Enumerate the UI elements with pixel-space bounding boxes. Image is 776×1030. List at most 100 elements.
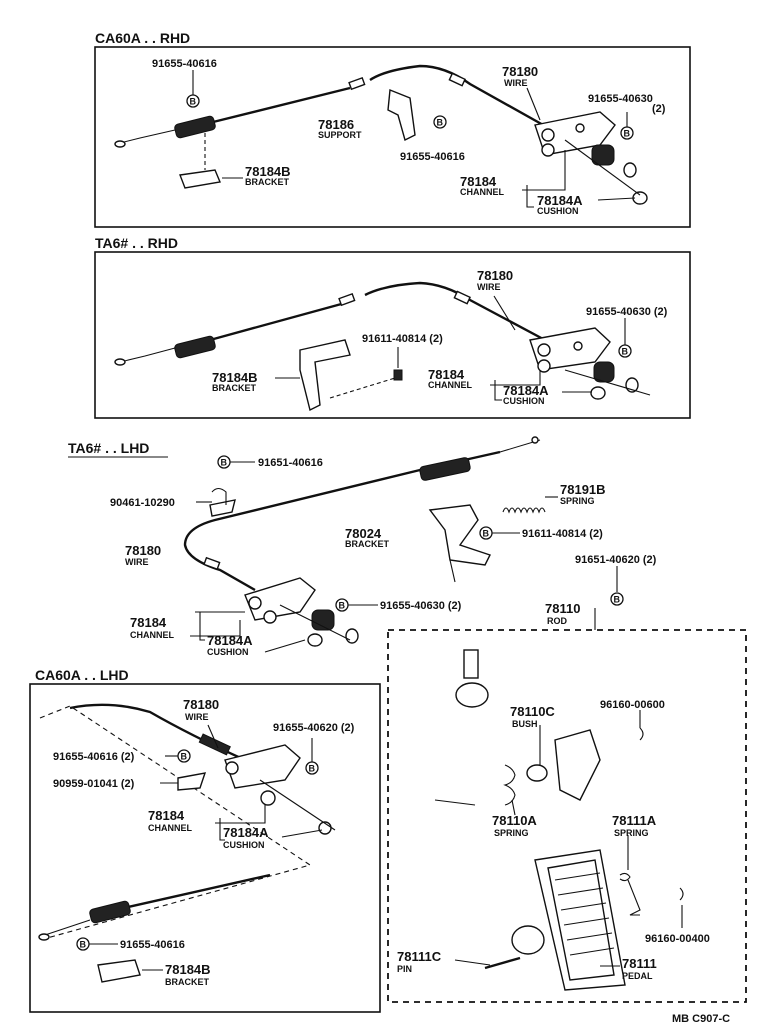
- pedal-frame-dashed: [387, 629, 747, 1003]
- svg-text:B: B: [190, 97, 197, 107]
- part-91655-40630: 91655-40630 (2): [586, 306, 668, 318]
- label-wire: WIRE: [477, 282, 501, 292]
- part-78110c: 78110C: [510, 704, 555, 719]
- section-title-ca60a-rhd: CA60A . . RHD: [95, 30, 190, 46]
- clip: [639, 727, 644, 741]
- bush: [526, 764, 548, 782]
- label-wire: WIRE: [125, 557, 149, 567]
- label-support: SUPPORT: [318, 130, 362, 140]
- section-frame: [94, 46, 691, 228]
- pin: [484, 956, 521, 970]
- svg-text:B: B: [181, 752, 188, 762]
- part-78180: 78180: [183, 697, 219, 712]
- label-bracket: BRACKET: [165, 977, 210, 987]
- part-78184: 78184: [460, 174, 497, 189]
- section-frame: [94, 251, 691, 419]
- svg-text:B: B: [437, 118, 444, 128]
- pedal-pad: [534, 849, 626, 991]
- label-channel: CHANNEL: [460, 187, 505, 197]
- bracket: [299, 339, 351, 412]
- section-ca60a-lhd: CA60A . . LHD B B B 7: [29, 667, 381, 1013]
- label-wire: WIRE: [185, 712, 209, 722]
- part-78191b: 78191B: [560, 482, 606, 497]
- label-rod: ROD: [547, 616, 568, 626]
- part-91655-40616: 91655-40616 (2): [53, 751, 135, 763]
- label-bracket: BRACKET: [345, 539, 390, 549]
- section-ta6-rhd: TA6# . . RHD B: [94, 235, 691, 419]
- part-78184a: 78184A: [223, 825, 269, 840]
- section-ca60a-rhd: CA60A . . RHD B B: [94, 30, 691, 228]
- label-spring: SPRING: [494, 828, 529, 838]
- label-channel: CHANNEL: [130, 630, 175, 640]
- bolt-icon: B: [618, 344, 632, 358]
- bracket-plate: [554, 729, 601, 801]
- label-cushion: CUSHION: [207, 647, 249, 657]
- part-78180: 78180: [125, 543, 161, 558]
- label-pin: PIN: [397, 964, 412, 974]
- label-wire: WIRE: [504, 78, 528, 88]
- qty-2: (2): [652, 103, 666, 115]
- part-91655-40630: 91655-40630 (2): [380, 600, 462, 612]
- part-78184a: 78184A: [503, 383, 549, 398]
- section-title-ta6-lhd: TA6# . . LHD: [68, 440, 149, 456]
- part-78184: 78184: [148, 808, 185, 823]
- part-78184a: 78184A: [537, 193, 583, 208]
- svg-text:B: B: [483, 529, 490, 539]
- bracket: [97, 959, 141, 983]
- part-78110: 78110: [545, 601, 580, 616]
- part-91651-40620: 91651-40620 (2): [575, 554, 657, 566]
- label-channel: CHANNEL: [148, 823, 193, 833]
- bolt-icon: B: [620, 126, 634, 140]
- part-91655-40630: 91655-40630: [588, 93, 653, 105]
- label-channel: CHANNEL: [428, 380, 473, 390]
- part-96160-00400: 96160-00400: [645, 933, 710, 945]
- section-frame: [29, 683, 381, 1013]
- bolt-icon: B: [76, 937, 90, 951]
- part-78180: 78180: [477, 268, 513, 283]
- wire-cable: [38, 703, 271, 941]
- clip: [209, 499, 236, 517]
- label-bush: BUSH: [512, 719, 538, 729]
- part-91655-40616: 91655-40616: [152, 58, 217, 70]
- wire-cable: [183, 436, 541, 592]
- part-78111a: 78111A: [612, 813, 657, 828]
- part-78184b: 78184B: [212, 370, 258, 385]
- channel-assembly: [534, 111, 648, 205]
- svg-text:B: B: [80, 940, 87, 950]
- bolt-icon: B: [610, 592, 624, 606]
- section-title-ta6-rhd: TA6# . . RHD: [95, 235, 178, 251]
- part-91655-40616: 91655-40616: [400, 151, 465, 163]
- label-cushion: CUSHION: [537, 206, 579, 216]
- part-78184: 78184: [130, 615, 167, 630]
- part-78180: 78180: [502, 64, 538, 79]
- bolt-icon: B: [177, 749, 191, 763]
- svg-text:B: B: [614, 595, 621, 605]
- part-78186: 78186: [318, 117, 354, 132]
- bolt-icon: B: [217, 455, 231, 469]
- part-96160-00600: 96160-00600: [600, 699, 665, 711]
- bolt-icon: B: [479, 526, 493, 540]
- diagram-code: MB C907-C: [672, 1013, 730, 1025]
- svg-text:B: B: [221, 458, 228, 468]
- channel-assembly: [529, 327, 651, 400]
- label-cushion: CUSHION: [223, 840, 265, 850]
- label-spring: SPRING: [560, 496, 595, 506]
- channel-assembly: [244, 577, 359, 647]
- part-91655-40620: 91655-40620 (2): [273, 722, 355, 734]
- bolt-icon: B: [186, 94, 200, 108]
- part-91611-40814: 91611-40814 (2): [362, 333, 443, 345]
- support-bracket: [387, 89, 416, 142]
- spring: [619, 872, 641, 916]
- part-78111: 78111: [622, 956, 657, 971]
- clip: [177, 772, 207, 791]
- part-91611-40814: 91611-40814 (2): [522, 528, 603, 540]
- svg-text:B: B: [624, 129, 631, 139]
- part-91651-40616: 91651-40616: [258, 457, 323, 469]
- label-spring: SPRING: [614, 828, 649, 838]
- part-78184a: 78184A: [207, 633, 253, 648]
- bracket: [428, 504, 491, 566]
- svg-text:B: B: [339, 601, 346, 611]
- clip: [679, 887, 684, 901]
- part-78110a: 78110A: [492, 813, 537, 828]
